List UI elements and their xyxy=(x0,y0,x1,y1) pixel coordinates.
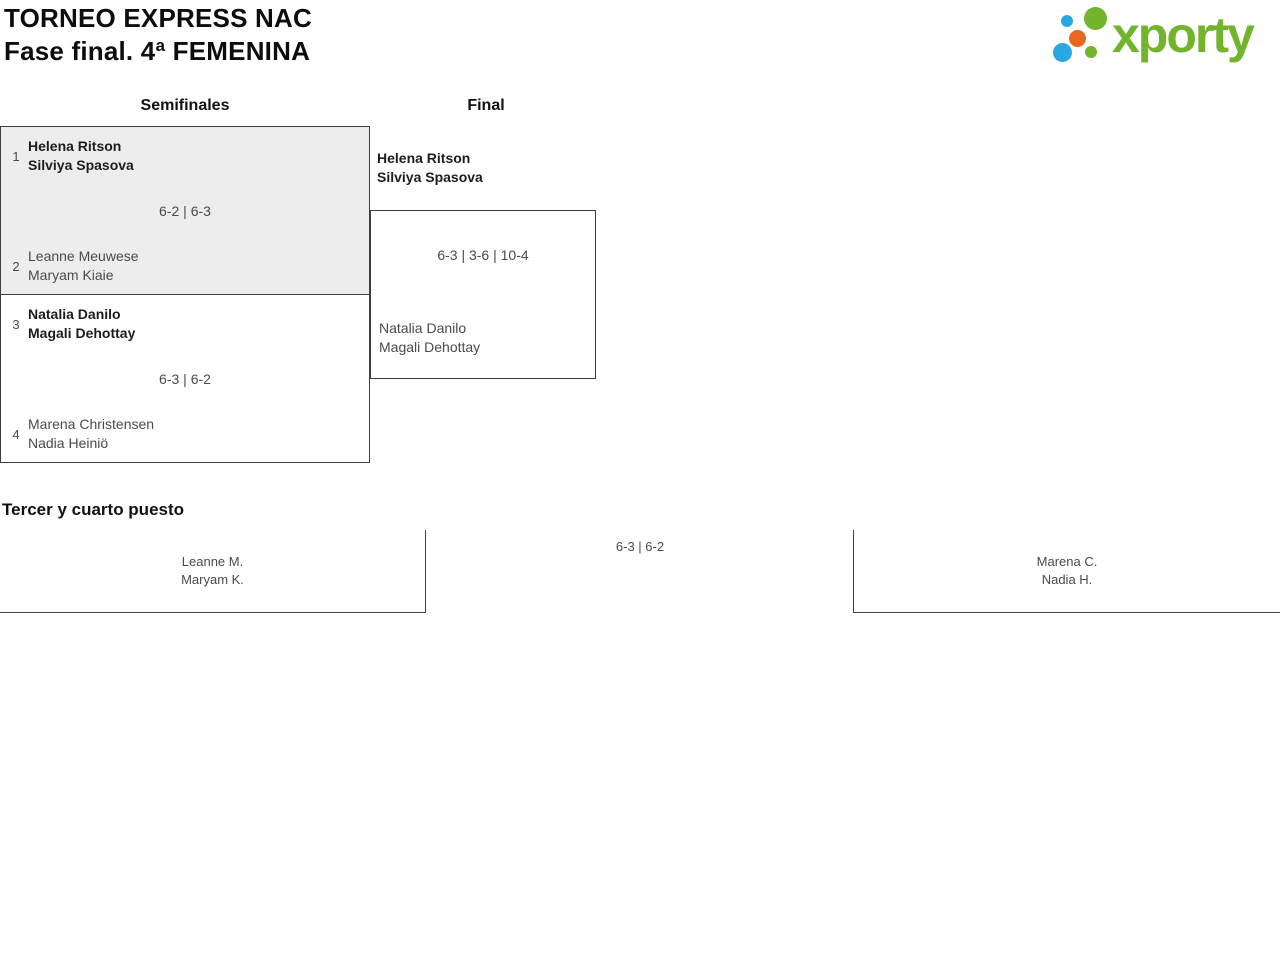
third-place-team-right-box[interactable]: Marena C. Nadia H. xyxy=(853,530,1280,613)
match-score: 6-3 | 3-6 | 10-4 xyxy=(437,247,529,263)
seed-number: 1 xyxy=(12,148,20,164)
match-box-final[interactable]: 6-3 | 3-6 | 10-4 Natalia Danilo Magali D… xyxy=(370,210,596,379)
match-score: 6-3 | 6-2 xyxy=(159,370,211,387)
team-row: 3 Natalia Danilo Magali Dehottay xyxy=(9,305,135,343)
logo-dot-blue-small-icon xyxy=(1061,15,1073,27)
player-name: Helena Ritson xyxy=(28,138,122,154)
player-name: Maryam K. xyxy=(181,572,244,587)
player-name: Magali Dehottay xyxy=(379,339,481,355)
player-name: Silviya Spasova xyxy=(377,169,483,185)
xporty-logo[interactable]: xporty xyxy=(1050,0,1280,75)
team-names: Leanne Meuwese Maryam Kiaie xyxy=(28,247,139,285)
logo-dot-green-big-icon xyxy=(1084,7,1107,30)
player-name: Maryam Kiaie xyxy=(28,267,114,283)
team-row: 1 Helena Ritson Silviya Spasova xyxy=(9,137,134,175)
logo-dot-orange-icon xyxy=(1069,30,1086,47)
team-names: Leanne M. Maryam K. xyxy=(181,553,244,589)
player-name: Leanne M. xyxy=(181,554,244,569)
player-name: Natalia Danilo xyxy=(28,306,121,322)
logo-wordmark: xporty xyxy=(1112,7,1255,63)
match-score: 6-2 | 6-3 xyxy=(159,202,211,219)
player-name: Helena Ritson xyxy=(377,150,471,166)
team-names: Natalia Danilo Magali Dehottay xyxy=(28,305,135,343)
seed-number: 3 xyxy=(12,316,20,332)
third-place-heading: Tercer y cuarto puesto xyxy=(2,500,185,519)
third-place-team-left-box[interactable]: Leanne M. Maryam K. xyxy=(0,530,426,613)
team-row: 4 Marena Christensen Nadia Heiniö xyxy=(9,415,154,453)
tournament-subtitle: Fase final. 4ª FEMENINA xyxy=(4,36,311,66)
column-header-semifinals: Semifinales xyxy=(140,97,230,114)
seed-number: 2 xyxy=(12,258,20,274)
team-names: Marena C. Nadia H. xyxy=(1037,553,1098,589)
player-name: Leanne Meuwese xyxy=(28,248,139,264)
match-box-semifinal-1[interactable]: 1 Helena Ritson Silviya Spasova 6-2 | 6-… xyxy=(0,126,370,295)
seed-number: 4 xyxy=(12,426,20,442)
player-name: Nadia H. xyxy=(1041,572,1093,587)
player-name: Marena Christensen xyxy=(28,416,155,432)
team-names: Helena Ritson Silviya Spasova xyxy=(28,137,134,175)
team-row: 2 Leanne Meuwese Maryam Kiaie xyxy=(9,247,139,285)
final-winner-team: Helena Ritson Silviya Spasova xyxy=(377,149,483,187)
team-names: Marena Christensen Nadia Heiniö xyxy=(28,415,154,453)
logo-dot-blue-big-icon xyxy=(1053,43,1072,62)
player-name: Nadia Heiniö xyxy=(28,435,109,451)
player-name: Magali Dehottay xyxy=(28,325,136,341)
match-box-semifinal-2[interactable]: 3 Natalia Danilo Magali Dehottay 6-3 | 6… xyxy=(0,294,370,463)
column-header-final: Final xyxy=(467,97,505,114)
final-loser-team: Natalia Danilo Magali Dehottay xyxy=(379,319,480,357)
player-name: Marena C. xyxy=(1036,554,1098,569)
player-name: Silviya Spasova xyxy=(28,157,134,173)
third-place-score: 6-3 | 6-2 xyxy=(615,539,665,554)
tournament-title: TORNEO EXPRESS NAC xyxy=(4,3,312,33)
player-name: Natalia Danilo xyxy=(379,320,467,336)
logo-dot-green-small-icon xyxy=(1085,46,1097,58)
